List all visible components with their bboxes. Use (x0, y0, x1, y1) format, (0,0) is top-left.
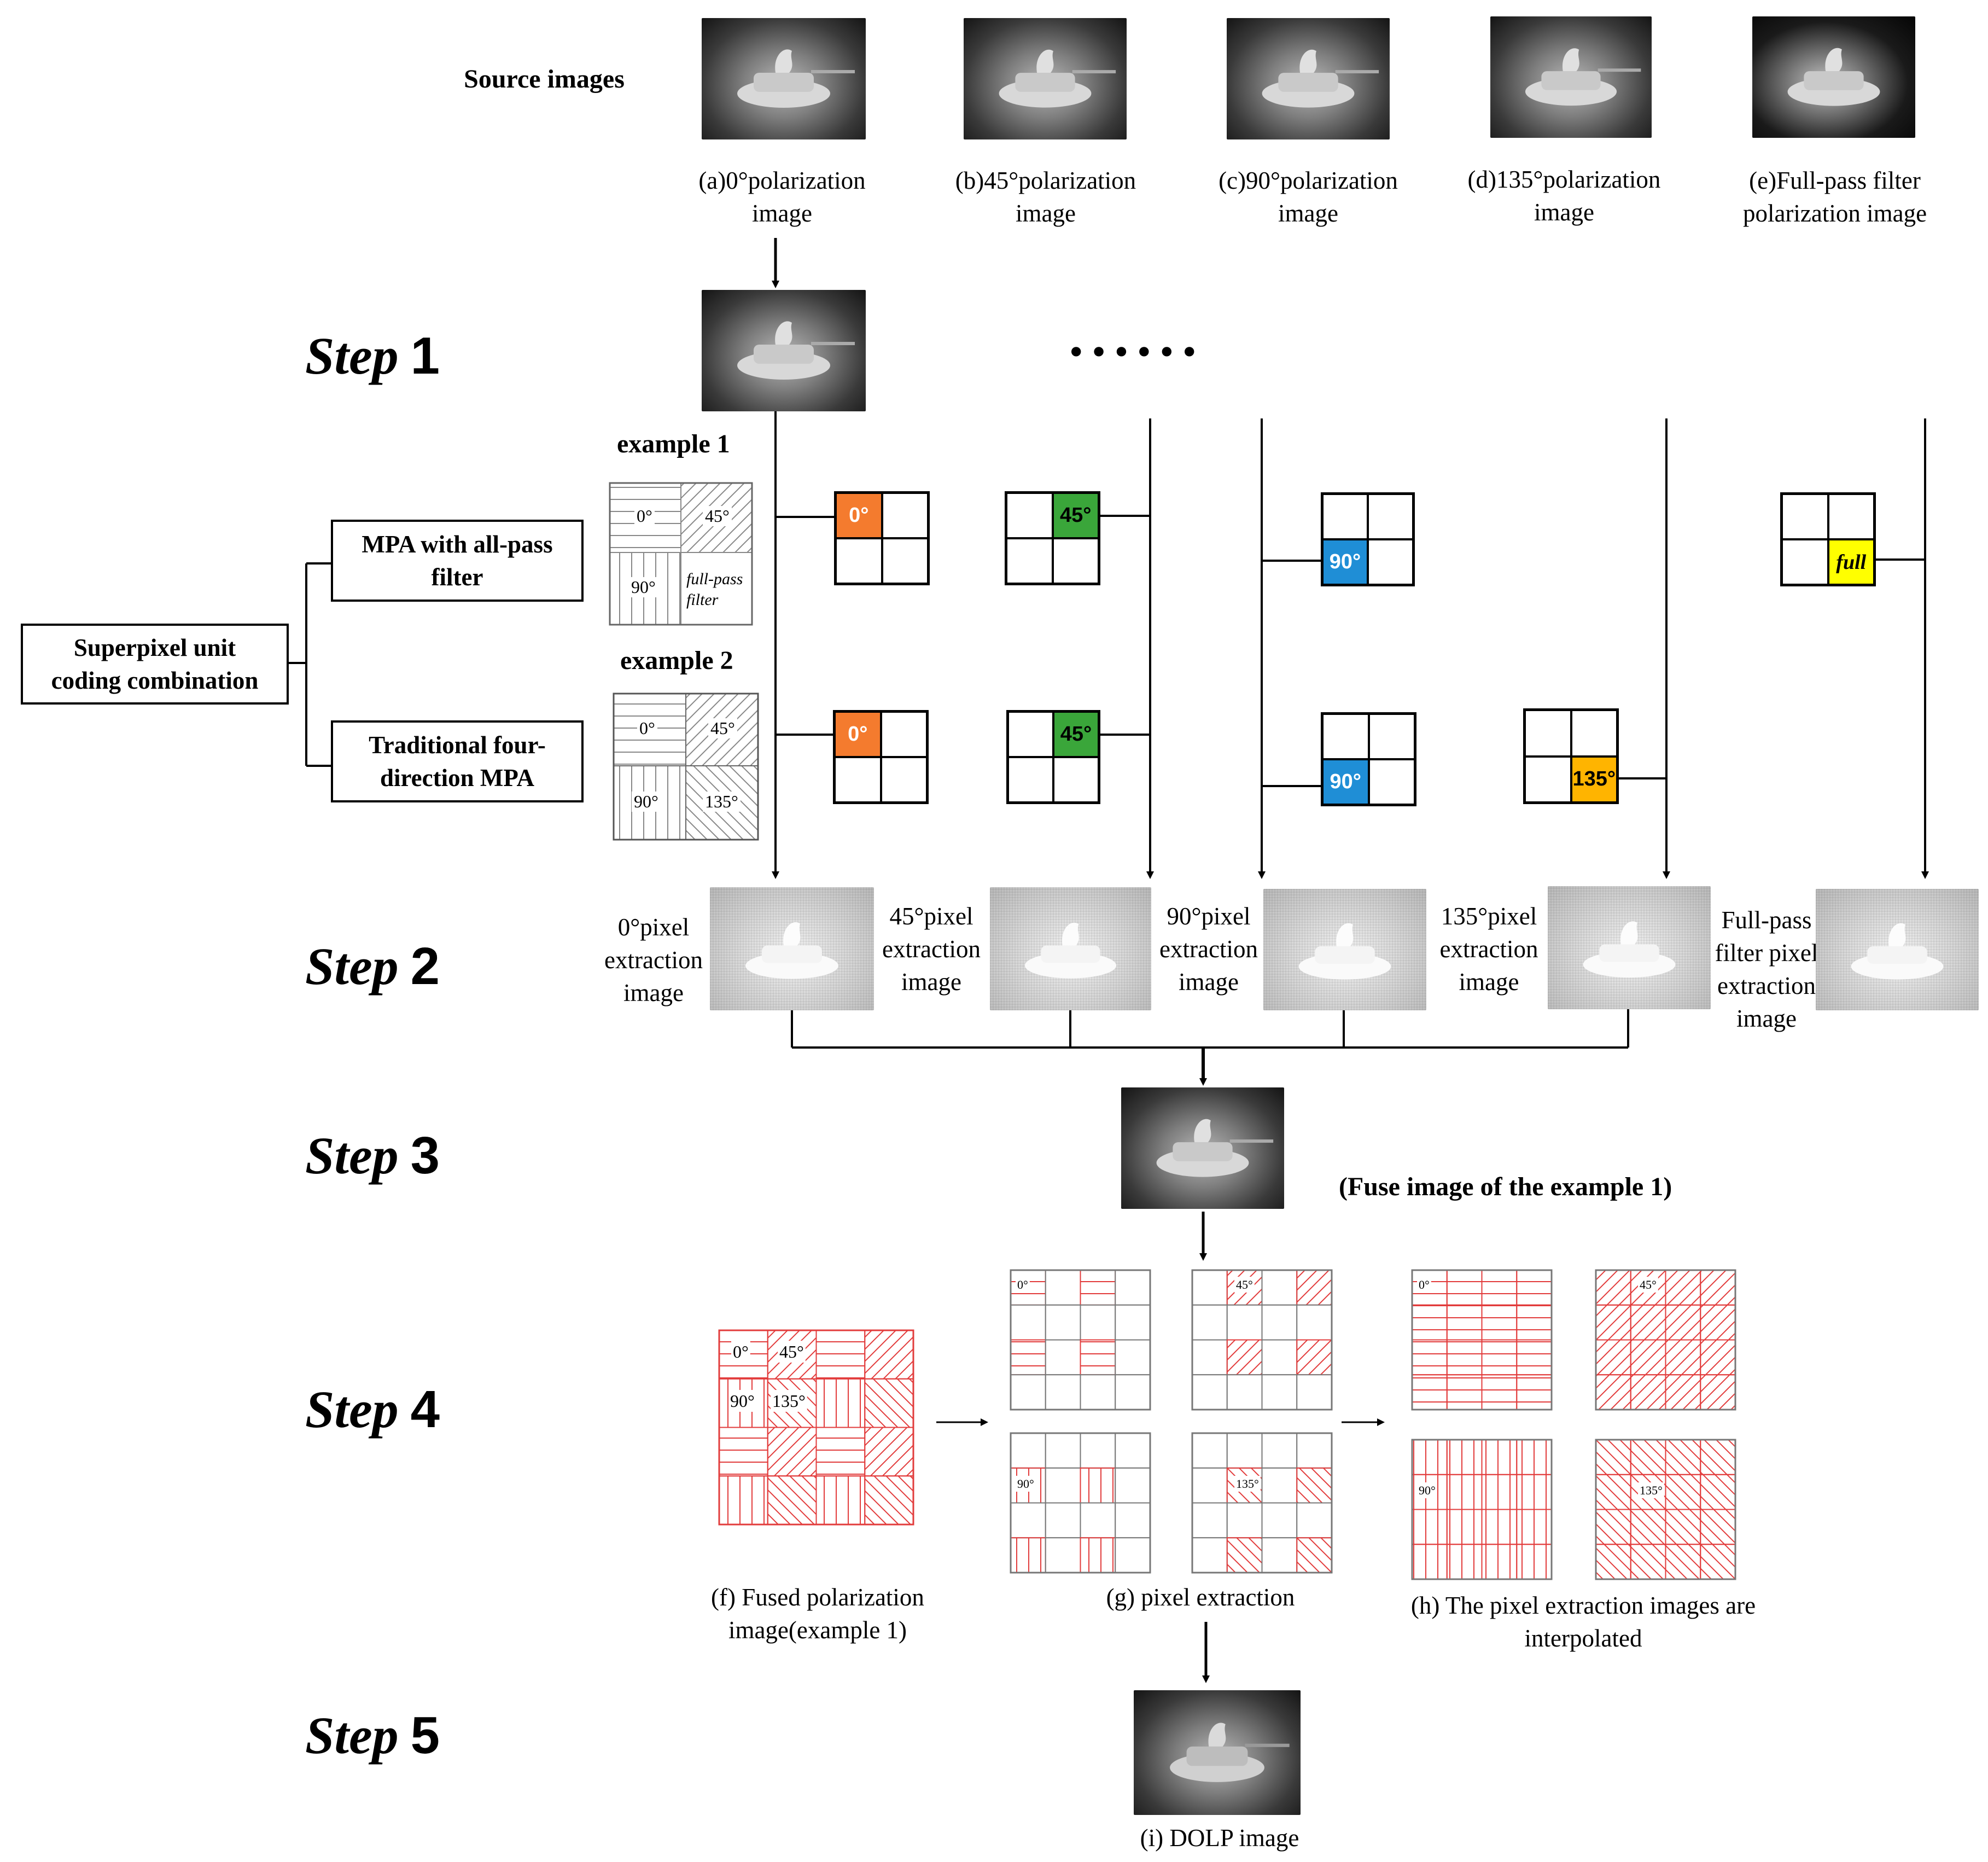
example1-pattern (609, 482, 753, 626)
cell-ex2-90: 90° (1321, 712, 1416, 806)
caption-g: (g) pixel extraction (1106, 1584, 1295, 1611)
cell-ex1-45: 45° (1005, 491, 1100, 585)
example2-pattern (613, 693, 759, 841)
step2-image-full (1816, 889, 1979, 1010)
cell-ex1-0-active: 0° (836, 493, 882, 538)
ex2-label-90: 90° (632, 792, 661, 812)
cell-ex2-0-active: 0° (835, 712, 881, 757)
cell-ex2-0: 0° (833, 710, 929, 804)
step5-dolp-image (1134, 1690, 1301, 1815)
cell-ex2-45-active: 45° (1053, 712, 1099, 757)
step2-image-90 (1263, 889, 1426, 1010)
step2-image-0 (710, 887, 874, 1010)
source-image-e (1752, 16, 1915, 138)
source-image-a (702, 18, 866, 139)
step2-image-135 (1548, 886, 1711, 1009)
caption-i: (i) DOLP image (1140, 1824, 1299, 1852)
ex2-label-135: 135° (703, 792, 741, 812)
fuse-caption: (Fuse image of the example 1) (1339, 1172, 1672, 1201)
cell-ex1-0: 0° (834, 491, 930, 585)
cell-ex1-full-active: full (1828, 539, 1874, 585)
cell-ex1-45-active: 45° (1052, 493, 1099, 538)
source-image-d (1490, 16, 1652, 138)
example1-label: example 1 (617, 429, 730, 458)
example2-label: example 2 (620, 646, 733, 675)
step3-fused-image (1121, 1087, 1284, 1209)
ex1-label-90: 90° (629, 577, 658, 597)
cell-ex2-90-active: 90° (1322, 759, 1369, 805)
cell-ex1-90-active: 90° (1322, 539, 1368, 585)
source-image-b (964, 18, 1127, 139)
cell-ex2-45: 45° (1006, 710, 1100, 804)
cell-ex1-90: 90° (1321, 492, 1415, 586)
source-images-label: Source images (464, 65, 625, 94)
ex2-label-45: 45° (708, 718, 737, 738)
ex1-label-45: 45° (703, 506, 732, 526)
ex2-label-0: 0° (637, 718, 657, 738)
step1-image (702, 290, 866, 411)
traditional-mpa-box: Traditional four-direction MPA (331, 720, 584, 802)
source-image-c (1227, 18, 1390, 139)
ellipsis: •••••• (1066, 334, 1203, 372)
step2-image-45 (990, 887, 1151, 1010)
cell-ex1-full: full (1780, 492, 1876, 586)
cell-ex2-135: 135° (1523, 708, 1619, 804)
ex1-label-0: 0° (634, 506, 655, 526)
cell-ex2-135-active: 135° (1571, 756, 1617, 802)
